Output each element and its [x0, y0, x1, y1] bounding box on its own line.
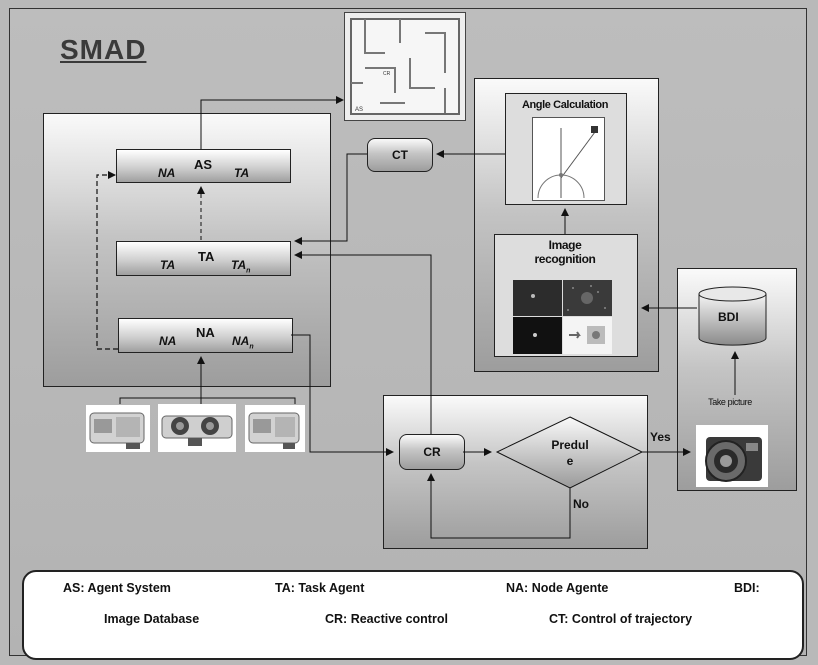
legend-as: AS: Agent System	[63, 581, 171, 595]
angle-diagram	[532, 117, 605, 201]
na-center-label: NA	[196, 325, 215, 340]
legend-cr: CR: Reactive control	[325, 612, 448, 626]
as-right-label: TA	[234, 166, 250, 180]
legend-bdi: BDI:	[734, 581, 760, 595]
ct-node: CT	[367, 138, 433, 172]
camera-drawing	[705, 437, 762, 482]
cr-node: CR	[399, 434, 465, 470]
legend-ta: TA: Task Agent	[275, 581, 365, 595]
na-right-label: NAn	[232, 334, 254, 351]
sensor-module-icon-2	[245, 405, 305, 452]
as-center-label: AS	[194, 157, 213, 172]
take-picture-label: Take picture	[708, 397, 752, 407]
as-left-label: NA	[158, 166, 176, 180]
bdi-label: BDI	[718, 310, 739, 324]
sensor-module-icon	[86, 405, 150, 452]
ta-agent-bar	[116, 241, 291, 276]
na-left-label: NA	[159, 334, 177, 348]
camera-icon	[696, 425, 768, 487]
ultrasonic-sensor-icon	[158, 404, 236, 452]
angle-calc-title: Angle Calculation	[521, 99, 609, 111]
sensor-module-drawing	[89, 412, 145, 449]
no-label: No	[573, 497, 589, 511]
image-recognition-grid	[513, 280, 612, 354]
ta-center-label: TA	[198, 249, 215, 264]
angle-drawing	[537, 126, 598, 199]
ultrasonic-sensor-drawing	[161, 415, 233, 446]
yes-label: Yes	[650, 430, 671, 444]
legend-image-db: Image Database	[104, 612, 200, 626]
svg-text:CR: CR	[383, 71, 391, 77]
diagram-title: SMAD	[60, 34, 147, 65]
maze-image: CR AS	[344, 12, 466, 121]
svg-text:AS: AS	[355, 107, 363, 113]
ct-label: CT	[392, 148, 408, 162]
cr-label: CR	[423, 445, 441, 459]
as-agent-bar	[116, 149, 291, 183]
sensor-module-2-drawing	[248, 412, 300, 449]
ta-left-label: TA	[160, 258, 176, 272]
na-agent-bar	[118, 318, 293, 353]
image-recognition-title: Image recognition	[534, 238, 596, 266]
database-cylinder-icon	[697, 286, 768, 346]
ta-right-label: TAn	[231, 258, 251, 275]
recognition-grid-drawing	[513, 280, 612, 354]
legend-ct: CT: Control of trajectory	[549, 612, 693, 626]
maze-drawing: CR AS	[350, 18, 460, 115]
reactive-control-panel	[383, 395, 648, 549]
legend-box	[22, 570, 804, 660]
predule-label: Predul e	[551, 438, 589, 468]
legend-na: NA: Node Agente	[506, 581, 609, 595]
database-cylinder-drawing	[698, 286, 767, 346]
